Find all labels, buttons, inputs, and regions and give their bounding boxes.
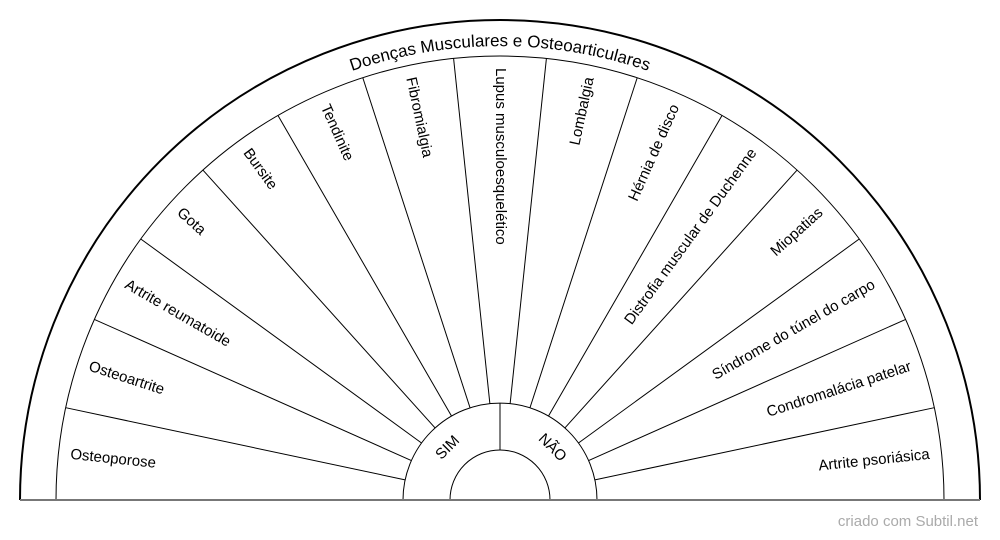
title-band-arc — [55, 55, 945, 501]
segment-label[interactable]: Tendinite — [317, 102, 357, 164]
outer-arc — [19, 19, 981, 501]
segment-label[interactable]: Osteoartrite — [87, 358, 167, 398]
segment-divider — [202, 169, 436, 429]
segment-divider — [529, 77, 638, 408]
segment-label[interactable]: Miopatias — [767, 204, 826, 260]
segment-divider — [362, 77, 471, 408]
segment-divider — [594, 407, 935, 481]
segment-label[interactable]: Condromalácia patelar — [765, 358, 914, 421]
segment-label[interactable]: Osteoporose — [70, 446, 157, 472]
segment-label[interactable]: Artrite psoriásica — [818, 446, 932, 475]
segment-label[interactable]: Fibromialgia — [402, 76, 436, 160]
hub-inner-arc — [449, 449, 551, 501]
segment-divider — [65, 407, 406, 481]
segment-divider — [277, 115, 452, 417]
segment-label[interactable]: Lupus musculoesquelético — [492, 68, 509, 245]
segment-label[interactable]: Gota — [174, 204, 210, 239]
segment-label[interactable]: Lombalgia — [567, 75, 598, 147]
segment-divider — [588, 318, 906, 462]
hub-no-label[interactable]: NÃO — [535, 430, 570, 465]
segment-divider — [509, 58, 547, 404]
segment-label[interactable]: Bursite — [240, 145, 281, 193]
hub-yes-label[interactable]: SIM — [432, 432, 463, 463]
segment-divider — [564, 169, 798, 429]
segment-divider — [578, 238, 860, 444]
segment-label[interactable]: Hérnia de disco — [625, 102, 683, 204]
segment-divider — [453, 58, 491, 404]
segment-divider — [548, 115, 723, 417]
footer-credit: criado com Subtil.net — [837, 513, 978, 530]
segment-divider — [94, 318, 412, 462]
segment-divider — [140, 238, 422, 444]
